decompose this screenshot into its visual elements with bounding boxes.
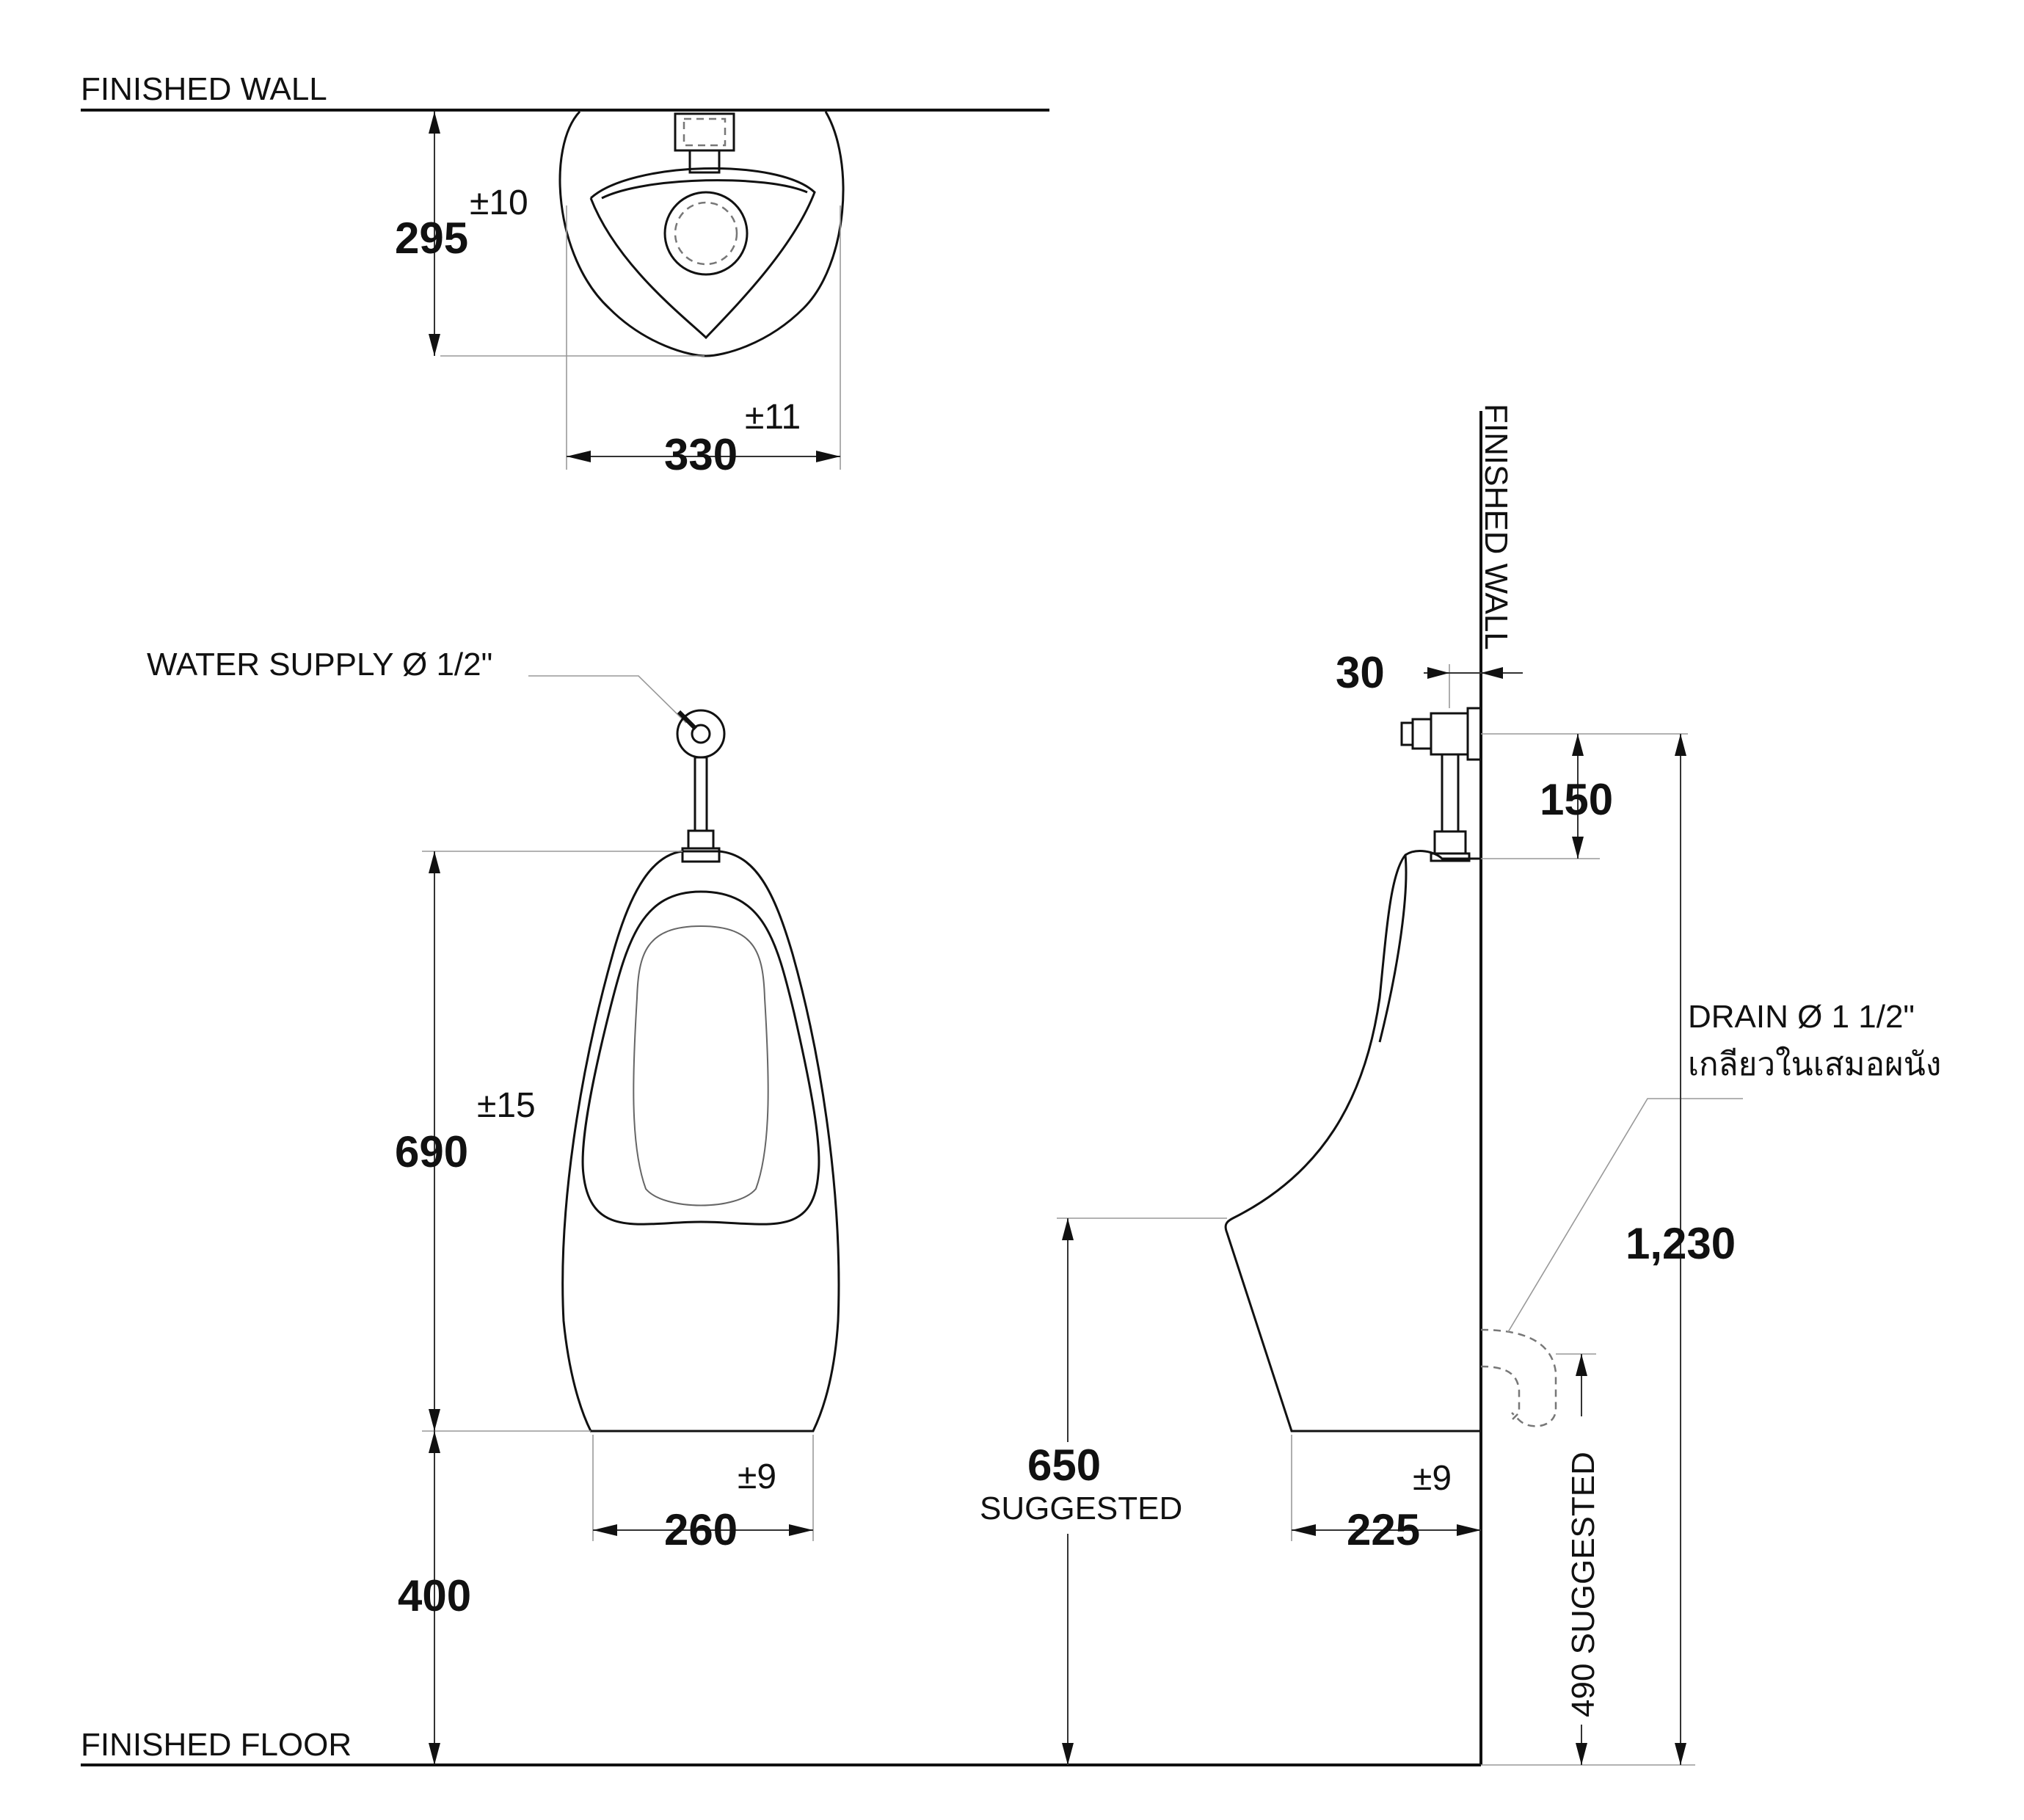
width-dim-value: 330 [664,430,738,479]
arrow [1576,1743,1587,1765]
arrow [429,112,440,134]
base-width-dim-tol: ±9 [738,1457,776,1496]
plan-bowl-outline [558,110,845,357]
arrow [1572,837,1584,859]
drain-label-line2: เกลียวในเสมอผนัง [1688,1046,1941,1082]
drain-height-dim-value: 490 SUGGESTED [1565,1452,1601,1717]
arrow [1572,734,1584,756]
front-basin-inner [633,925,769,1206]
side-valve-body [1430,712,1469,756]
front-view: WATER SUPPLY Ø 1/2" 690 ±15 400 260 [147,647,840,1765]
arrow [429,1409,440,1431]
supply-height-dim-value: 1,230 [1626,1219,1736,1268]
arrow [1576,1354,1587,1376]
arrow [1062,1218,1074,1240]
front-body-outline [561,850,840,1433]
plan-valve-inner [682,117,727,147]
side-base-dim-tol: ±9 [1413,1459,1452,1498]
side-valve-cap [1411,718,1433,750]
floor-clearance-value: 400 [398,1571,471,1620]
arrow [1457,1524,1481,1536]
arrow [429,1743,440,1765]
arrow [567,451,591,462]
base-width-dim-value: 260 [664,1505,738,1554]
drain-leader [1507,1098,1743,1333]
plan-view: FINISHED WALL 295 ±10 330 ±11 [81,71,1049,479]
front-valve-nut [687,829,715,850]
arrow [1675,734,1686,756]
arrow [593,1524,617,1536]
side-valve-stem [1441,753,1460,833]
arrow [1675,1743,1686,1765]
front-spud [681,847,721,863]
arrow [1427,667,1449,679]
drain-height-text-bg [1562,1416,1603,1725]
rim-height-text-bg [976,1442,1182,1534]
front-valve-core [691,724,711,744]
plan-basin-outline [589,167,816,340]
arrow [1292,1524,1316,1536]
depth-dim-tol: ±10 [470,183,528,222]
water-supply-label: WATER SUPPLY Ø 1/2" [147,647,492,682]
arrow [1062,1743,1074,1765]
side-base-dim-value: 225 [1347,1505,1420,1554]
side-body-inner [1378,854,1408,1043]
front-basin-outline [581,890,820,1226]
side-valve-knob [1400,721,1414,746]
width-dim-tol: ±11 [745,398,801,437]
plan-drain-strainer [663,191,749,276]
arrow [789,1524,813,1536]
arrow [816,451,840,462]
arrow [429,851,440,873]
depth-dim-value: 295 [395,214,468,263]
finished-floor-label: FINISHED FLOOR [81,1727,352,1763]
finished-wall-side-label: FINISHED WALL [1478,404,1514,650]
arrow [1481,667,1503,679]
water-supply-leader [528,675,687,724]
front-valve-handle [677,710,698,731]
valve-height-dim-value: 150 [1540,775,1613,824]
side-valve-flange [1466,707,1482,761]
plan-drain-strainer-inner [674,201,738,266]
rim-height-dim-note: SUGGESTED [980,1490,1182,1526]
plan-valve-neck [688,149,721,174]
drain-label-line1: DRAIN Ø 1 1/2" [1688,999,1915,1035]
side-view: FINISHED WALL FINISHED FLOOR DRAIN Ø 1 1… [81,404,1941,1766]
side-valve-nut [1433,830,1467,855]
side-body-outline [1224,850,1481,1433]
plan-basin-inner [601,179,808,200]
offset-dim-value: 30 [1336,648,1385,697]
side-drain-pipe [1480,1328,1557,1427]
finished-wall-top-label: FINISHED WALL [81,71,327,107]
height-dim-value: 690 [395,1127,468,1176]
arrow [429,334,440,356]
rim-height-dim-value: 650 [1027,1441,1101,1490]
arrow [429,1431,440,1453]
side-spud [1430,852,1471,862]
front-valve-stem [694,756,708,832]
height-dim-tol: ±15 [477,1086,536,1125]
